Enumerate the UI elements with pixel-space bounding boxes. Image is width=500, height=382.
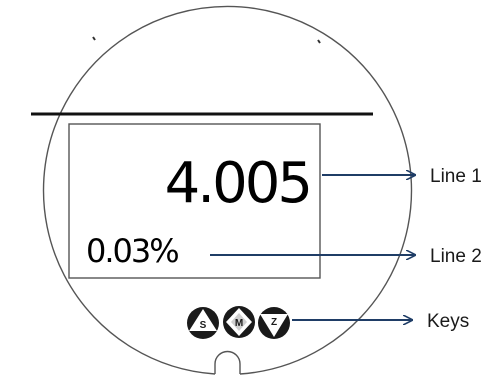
line1-value: 4.005 — [165, 151, 310, 216]
lcd-window — [68, 123, 321, 279]
housing-mark-left — [92, 36, 96, 41]
diamond-key-inner — [231, 313, 247, 331]
housing-notch — [214, 350, 241, 374]
down-triangle-key-icon — [260, 314, 288, 337]
up-triangle-key-icon — [189, 309, 217, 331]
z-key-letter: Z — [271, 317, 277, 328]
housing-mark-right — [317, 39, 321, 44]
z-key[interactable]: Z — [258, 307, 290, 339]
line1-callout-label: Line 1 — [430, 166, 482, 187]
keys-callout-label: Keys — [427, 311, 469, 332]
m-key[interactable]: M — [223, 306, 255, 338]
s-key-letter: S — [200, 320, 207, 331]
housing-outline — [42, 5, 413, 375]
s-key[interactable]: S — [187, 307, 219, 339]
line2-value: 0.03% — [86, 232, 178, 270]
m-key-letter: M — [235, 318, 243, 329]
line2-callout-label: Line 2 — [430, 246, 482, 267]
